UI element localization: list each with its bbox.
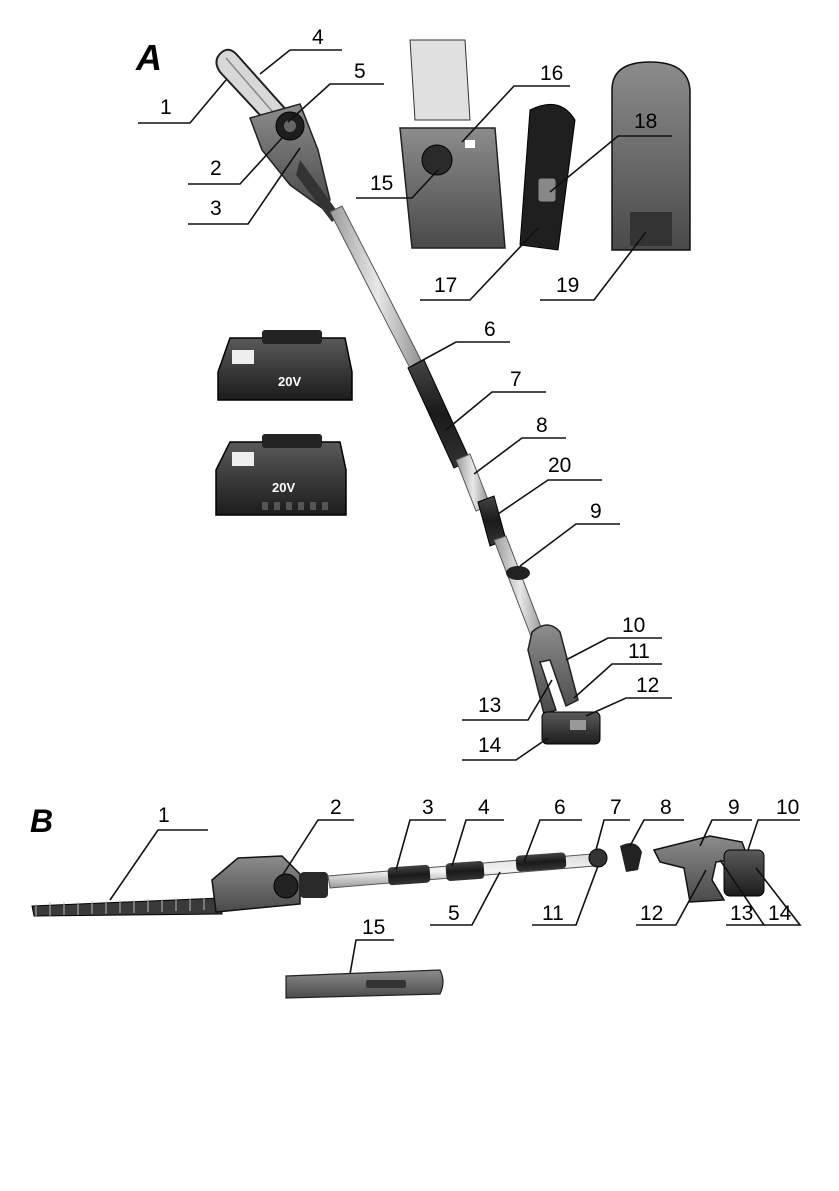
callout-a-15: 15	[370, 172, 393, 195]
callout-b-4: 4	[478, 796, 490, 819]
battery-small: 20V	[218, 330, 352, 400]
battery-large-label: 20V	[272, 480, 295, 495]
callout-a-2: 2	[210, 157, 222, 180]
callout-a-18: 18	[634, 110, 657, 133]
battery-large: 20V	[216, 434, 346, 515]
callout-a-4: 4	[312, 26, 324, 49]
callout-b-15: 15	[362, 916, 385, 939]
callout-b-3: 3	[422, 796, 434, 819]
callout-a-14: 14	[478, 734, 502, 757]
telescopic-pole	[330, 206, 546, 644]
section-a-letter: A	[135, 37, 162, 78]
callout-a-16: 16	[540, 62, 563, 85]
callout-a-7: 7	[510, 368, 522, 391]
callout-b-7: 7	[610, 796, 622, 819]
callout-b-5: 5	[448, 902, 460, 925]
callout-b-9: 9	[728, 796, 740, 819]
callout-b-12: 12	[640, 902, 663, 925]
callout-a-9: 9	[590, 500, 602, 523]
extension-pole	[286, 970, 443, 998]
callout-a-1: 1	[160, 96, 172, 119]
battery-small-label: 20V	[278, 374, 301, 389]
callout-a-20: 20	[548, 454, 571, 477]
section-b-letter: B	[30, 803, 53, 839]
callout-b-11: 11	[542, 902, 564, 925]
callout-a-3: 3	[210, 197, 222, 220]
callout-a-6: 6	[484, 318, 496, 341]
chain-tensioner-closeup	[400, 40, 505, 248]
callout-a-13: 13	[478, 694, 501, 717]
callout-b-1: 1	[158, 804, 170, 827]
callout-b-8: 8	[660, 796, 672, 819]
callout-a-12: 12	[636, 674, 659, 697]
callout-a-8: 8	[536, 414, 548, 437]
guide-bar-cover	[612, 62, 690, 250]
callout-b-6: 6	[554, 796, 566, 819]
callout-a-10: 10	[622, 614, 645, 637]
callout-a-5: 5	[354, 60, 366, 83]
callout-a-17: 17	[434, 274, 457, 297]
saw-head	[250, 104, 340, 222]
callout-b-14: 14	[768, 902, 792, 925]
callout-a-19: 19	[556, 274, 579, 297]
callout-a-11: 11	[628, 640, 650, 663]
callout-b-2: 2	[330, 796, 342, 819]
callout-b-13: 13	[730, 902, 753, 925]
callout-b-10: 10	[776, 796, 799, 819]
